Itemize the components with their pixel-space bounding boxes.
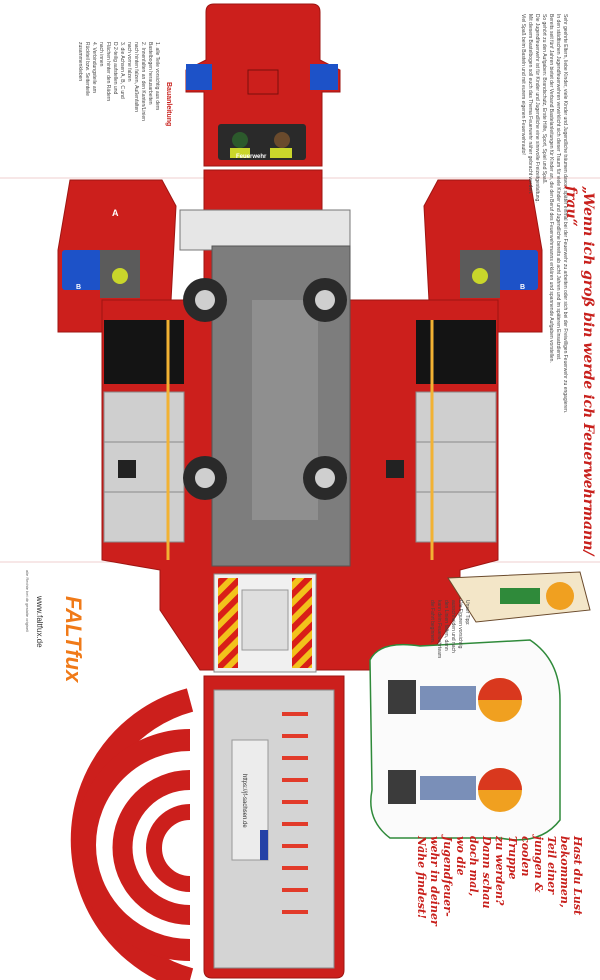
slogan-line: Hast du Lust	[571, 836, 584, 916]
brand-tagline: alle Rechte bei dir gestalte originell	[25, 570, 30, 633]
tip-line: kann dein Feuerwehrteam	[436, 600, 442, 659]
instruction-step: nach vorne falzen	[126, 42, 132, 82]
instruction-step: D 2-teilig aufstellen und	[112, 42, 118, 95]
hose-reel-arcs	[70, 688, 194, 980]
tip-box: Unser Tipp: Die Figuren vorsichtig aussc…	[428, 600, 470, 720]
flap-label-b-left: B	[76, 284, 82, 291]
firefighter-figures-cutout	[369, 639, 561, 841]
instruction-step: nach innen	[98, 42, 104, 67]
slogan-line: wo die	[454, 836, 467, 876]
slogan-line: Jugendfeuer-	[441, 836, 454, 917]
intro-paragraph: Bereits seit fünf Jahren bietet der Verb…	[548, 14, 554, 363]
slogan-line: Dann schau	[480, 836, 493, 909]
truck-url: https://jf-sachsen.de	[241, 774, 247, 828]
intro-text: Sehr geehrte Eltern, liebe Kinder, viele…	[519, 14, 568, 434]
right-side-panel	[386, 320, 497, 560]
instruction-step: 4. Verbindungsteile am	[91, 42, 97, 93]
blue-light-left	[186, 64, 212, 90]
slogan-line: jungen &	[532, 836, 545, 893]
firefighter-1	[232, 132, 248, 148]
slogan-line: wehr in deiner	[428, 836, 441, 926]
flap-label-a-left: A	[112, 208, 119, 218]
slogan-line: coolen	[519, 836, 532, 877]
intro-paragraph: Die Jugendfeuerwehr ist für Kinder und J…	[534, 14, 540, 203]
tip-line: Die Figuren vorsichtig	[457, 600, 463, 649]
brand-name: FALTfux	[61, 596, 86, 683]
flap-label-a-right: A	[408, 208, 415, 218]
tip-line: Unser Tipp:	[464, 600, 470, 626]
left-wing-flap	[57, 179, 177, 333]
intro-paragraph: So gehört zu den Aufgaben: Brandschutz, …	[541, 14, 547, 185]
qr-code-left	[118, 460, 136, 478]
intro-paragraph: Mit diesem Bastelbogen soll euch das The…	[527, 14, 533, 195]
brand-url: www.faltfux.de	[35, 596, 44, 648]
rear-panel	[213, 573, 317, 673]
cab-roof-panel	[185, 3, 341, 167]
firefighter-2	[274, 132, 290, 148]
instructions-block: Bauanleitung	[165, 82, 172, 126]
slogan-line: Nähe findest!	[415, 836, 428, 919]
headline: „Wenn ich groß bin werde ich Feuerwehrma…	[563, 186, 596, 556]
tip-line: die Fahrt beginnen.	[429, 600, 435, 644]
roof-ladder-panel	[203, 675, 345, 979]
slogan: Hast du Lust bekommen, Teil einer jungen…	[415, 836, 584, 926]
truck-chassis	[179, 209, 351, 567]
single-figure-cutout	[447, 571, 591, 623]
slogan-line: Teil einer	[545, 836, 558, 895]
brand-block: FALTfux	[60, 596, 86, 682]
instruction-step: 2. Innenfalten an den Kanten/Linien	[140, 42, 146, 121]
instruction-step: Flächen hinter den Rädern	[105, 42, 111, 102]
left-side-panel	[103, 320, 185, 560]
instruction-step: nach hinten falzen, Außenfalten	[133, 42, 139, 113]
instructions-title: Bauanleitung	[165, 82, 172, 127]
intro-paragraph: Viel Spaß beim Basteln und mit eurem eig…	[520, 14, 526, 155]
blue-light-right	[310, 64, 338, 90]
slogan-line: Truppe	[506, 836, 519, 880]
ladder	[282, 700, 308, 920]
slogan-line: zu werden?	[493, 836, 506, 906]
instruction-step: zusammenkleben	[77, 42, 83, 82]
instruction-step: 3. die Achsen A, B, C und	[119, 42, 125, 99]
tip-line: den Linien falten, dann	[443, 600, 449, 651]
cab-sign: Feuerwehr	[236, 154, 267, 160]
slogan-line: bekommen,	[558, 836, 571, 908]
instruction-step: 1. alle Teile vorsichtig aus dem	[154, 42, 160, 110]
intro-paragraph: In den städtischen Jugendfeuerwehren ver…	[555, 14, 561, 361]
qr-code-right	[386, 460, 404, 478]
instruction-step: Bastelbogen herausarbeiten	[147, 42, 153, 105]
tip-line: ausschneiden und nach	[450, 600, 456, 653]
slogan-line: doch mal,	[467, 836, 480, 897]
instruction-step: Rückteil bzw. Seitenteile	[84, 42, 90, 96]
flap-label-b-right: B	[520, 284, 526, 291]
instructions-steps: 1. alle Teile vorsichtig aus dem Bastelb…	[76, 42, 160, 232]
